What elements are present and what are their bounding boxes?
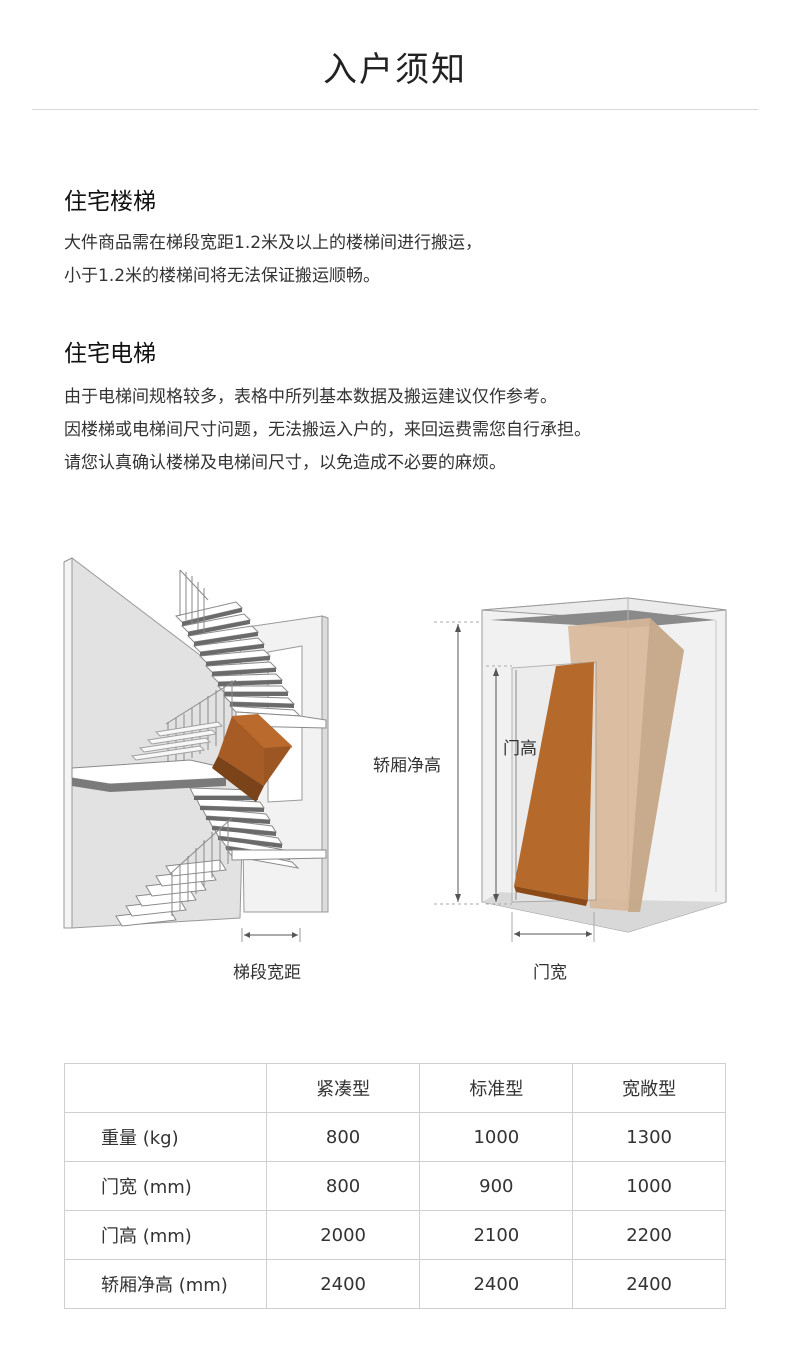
table-cell: 800 <box>265 1112 421 1162</box>
table-cell: 2200 <box>572 1210 726 1260</box>
staircase-illustration <box>63 557 329 942</box>
elevator-section: 住宅电梯 由于电梯间规格较多，表格中所列基本数据及搬运建议仅作参考。 因楼梯或电… <box>64 339 744 480</box>
table-cell: 1300 <box>572 1112 726 1162</box>
illustration-area: 梯段宽距 轿厢净高 门高 门宽 <box>0 540 790 1000</box>
table-row: 门宽 (mm) 800 900 1000 <box>64 1161 726 1211</box>
stair-width-label: 梯段宽距 <box>233 963 301 983</box>
elevator-illustration <box>434 597 727 942</box>
elevator-line-3: 请您认真确认楼梯及电梯间尺寸，以免造成不必要的麻烦。 <box>64 453 506 473</box>
table-header-cell: 宽敞型 <box>572 1063 726 1113</box>
elevator-heading: 住宅电梯 <box>64 341 156 367</box>
elevator-line-2: 因楼梯或电梯间尺寸问题，无法搬运入户的，来回运费需您自行承担。 <box>64 420 591 440</box>
row-label: 门高 (mm) <box>64 1210 267 1260</box>
elevator-spec-table: 紧凑型 标准型 宽敞型 重量 (kg) 800 1000 1300 门宽 (mm… <box>64 1063 726 1309</box>
row-label: 轿厢净高 (mm) <box>64 1259 267 1309</box>
table-row: 轿厢净高 (mm) 2400 2400 2400 <box>64 1259 726 1309</box>
table-cell: 900 <box>419 1161 574 1211</box>
door-width-label: 门宽 <box>533 963 567 983</box>
table-header-cell: 紧凑型 <box>265 1063 421 1113</box>
table-row: 重量 (kg) 800 1000 1300 <box>64 1112 726 1162</box>
stairs-line-2: 小于1.2米的楼梯间将无法保证搬运顺畅。 <box>64 266 381 286</box>
table-cell: 2400 <box>419 1259 574 1309</box>
row-label: 重量 (kg) <box>64 1112 267 1162</box>
stairs-section: 住宅楼梯 大件商品需在梯段宽距1.2米及以上的楼梯间进行搬运， 小于1.2米的楼… <box>64 187 744 293</box>
table-cell: 2400 <box>265 1259 421 1309</box>
table-header-cell <box>64 1063 267 1113</box>
row-label: 门宽 (mm) <box>64 1161 267 1211</box>
door-height-label: 门高 <box>503 739 537 759</box>
page-title: 入户须知 <box>323 50 467 90</box>
table-cell: 2000 <box>265 1210 421 1260</box>
table-cell: 1000 <box>419 1112 574 1162</box>
elevator-line-1: 由于电梯间规格较多，表格中所列基本数据及搬运建议仅作参考。 <box>64 387 557 407</box>
table-header-row: 紧凑型 标准型 宽敞型 <box>64 1063 726 1113</box>
stairs-heading: 住宅楼梯 <box>64 189 156 215</box>
cabin-height-label: 轿厢净高 <box>373 756 441 776</box>
title-divider <box>32 109 758 110</box>
staircase-and-elevator-illustration <box>63 557 727 942</box>
table-cell: 1000 <box>572 1161 726 1211</box>
table-cell: 2400 <box>572 1259 726 1309</box>
table-cell: 2100 <box>419 1210 574 1260</box>
stairs-line-1: 大件商品需在梯段宽距1.2米及以上的楼梯间进行搬运， <box>64 233 483 253</box>
table-row: 门高 (mm) 2000 2100 2200 <box>64 1210 726 1260</box>
table-header-cell: 标准型 <box>419 1063 574 1113</box>
furniture-box-on-stairs <box>212 714 292 802</box>
table-cell: 800 <box>265 1161 421 1211</box>
